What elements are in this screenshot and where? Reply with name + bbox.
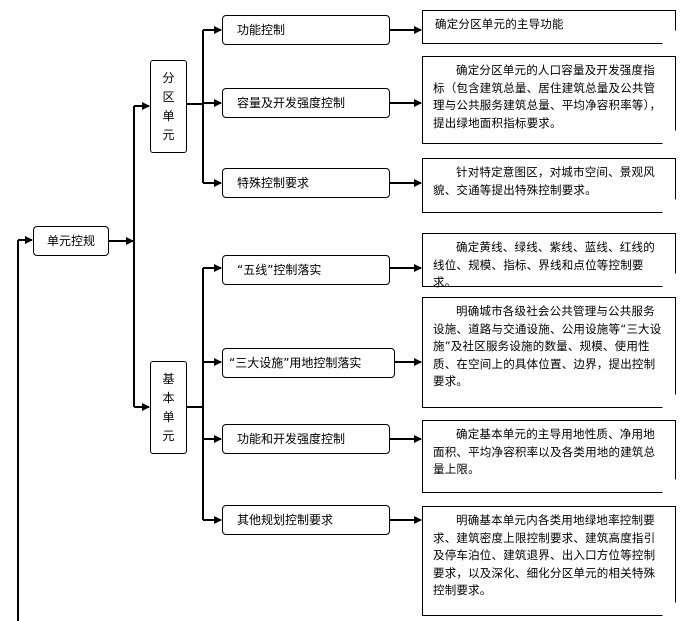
control-node: 容量及开发强度控制 [222,88,390,118]
note-box: 明确基本单元内各类用地绿地率控制要求、建筑密度上限控制要求、建筑高度指引及停车泊… [422,506,676,616]
note-box: 确定黄线、绿线、紫线、蓝线、红线的线位、规模、指标、界线和点位等控制要求。 [422,233,676,289]
control-label: “五线”控制落实 [237,263,322,277]
group-char: 单 [162,409,175,424]
note-box: 针对特定意图区，对城市空间、景观风貌、交通等提出特殊控制要求。 [422,158,676,213]
control-label: 功能和开发强度控制 [237,432,346,446]
control-node: 功能和开发强度控制 [222,424,390,454]
note-text: 针对特定意图区，对城市空间、景观风貌、交通等提出特殊控制要求。 [433,165,655,197]
note-text: 明确基本单元内各类用地绿地率控制要求、建筑密度上限控制要求、建筑高度指引及停车泊… [433,513,656,597]
page-fold-icon [662,273,676,287]
note-text: 确定黄线、绿线、紫线、蓝线、红线的线位、规模、指标、界线和点位等控制要求。 [433,240,655,289]
root-node: 单元控规 [33,226,109,256]
group-char: 元 [162,428,175,443]
page-fold-icon [662,602,676,616]
note-box: 确定基本单元的主导用地性质、净用地面积、平均净容积率以及各类用地的建筑总量上限。 [422,420,676,493]
control-node: 功能控制 [222,15,390,45]
group-char: 基 [162,371,175,386]
control-node: 特殊控制要求 [222,168,390,198]
page-fold-icon [662,199,676,213]
note-box: 确定分区单元的主导功能 [422,10,676,44]
page-fold-icon [662,479,676,493]
note-text: 确定分区单元的主导功能 [435,17,564,31]
note-text: 确定分区单元的人口容量及开发强度指标（包含建筑总量、居住建筑总量及公共管理与公共… [433,63,662,130]
note-text: 确定基本单元的主导用地性质、净用地面积、平均净容积率以及各类用地的建筑总量上限。 [433,427,656,476]
group-char: 单 [162,108,175,123]
control-node: 其他规划控制要求 [222,505,390,535]
control-label: 其他规划控制要求 [237,513,334,527]
group-char: 区 [162,89,175,104]
note-text: 明确城市各级社会公共管理与公共服务设施、道路与交通设施、公用设施等“三大设施”及… [433,304,662,388]
control-label: “三大设施”用地控制落实 [229,356,362,370]
control-label: 容量及开发强度控制 [237,96,346,110]
page-fold-icon [662,30,676,44]
group-char: 元 [162,127,175,142]
group-node-basic-unit: 基 本 单 元 [150,361,187,454]
control-node: “五线”控制落实 [222,255,390,285]
control-label: 功能控制 [237,23,286,37]
note-box: 明确城市各级社会公共管理与公共服务设施、道路与交通设施、公用设施等“三大设施”及… [422,297,676,408]
control-label: 特殊控制要求 [237,176,310,190]
page-fold-icon [662,394,676,408]
root-label: 单元控规 [46,234,95,248]
control-node: “三大设施”用地控制落实 [222,348,395,378]
group-char: 本 [162,390,175,405]
note-box: 确定分区单元的人口容量及开发强度指标（包含建筑总量、居住建筑总量及公共管理与公共… [422,56,676,144]
page-fold-icon [662,130,676,144]
group-char: 分 [162,70,175,85]
group-node-zoning-unit: 分 区 单 元 [150,60,187,153]
